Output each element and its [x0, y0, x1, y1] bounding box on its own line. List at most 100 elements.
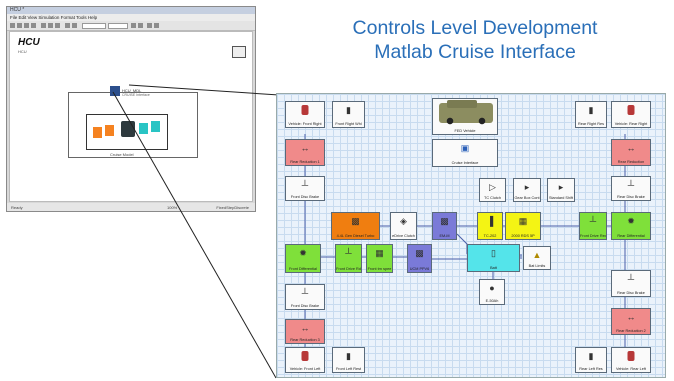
cut-icon[interactable] — [41, 23, 46, 28]
tire-icon: ▮ — [588, 351, 594, 361]
new-icon[interactable] — [10, 23, 15, 28]
save-icon[interactable] — [24, 23, 29, 28]
library-icon[interactable] — [147, 23, 152, 28]
motor-mini-block — [105, 125, 114, 136]
gear-reduction-icon: ↔ — [300, 143, 310, 153]
callout-line-bottom — [112, 91, 277, 379]
tc-clutch-block[interactable]: ▷ TC Clutch — [479, 178, 506, 202]
battery-block[interactable]: ▯ Batt — [467, 244, 520, 272]
gearbox-icon: ▦ — [518, 216, 528, 226]
converter-icon: ▐ — [486, 216, 494, 226]
menu-bar[interactable]: File Edit View Simulation Format Tools H… — [7, 14, 255, 21]
rear-left-res-block[interactable]: ▮ Rear Left Res — [575, 347, 607, 373]
copy-icon[interactable] — [48, 23, 53, 28]
front-differential-block[interactable]: ✹ Front Differential — [285, 244, 321, 273]
sim-mode-select[interactable] — [108, 23, 128, 29]
gear-reduction-icon: ↔ — [300, 323, 310, 333]
ucm-ppv-block[interactable]: ▩ UCM PPV6 — [407, 244, 432, 273]
shift-icon: ▸ — [558, 182, 564, 192]
paste-icon[interactable] — [55, 23, 60, 28]
differential-icon: ✹ — [299, 248, 307, 258]
inner-block-label: Cruise Model — [110, 152, 134, 157]
motor-icon: ▩ — [440, 216, 449, 226]
cruise-subsystem-icon[interactable] — [110, 86, 120, 96]
model-subtitle: HCU — [18, 49, 27, 54]
front-left-res-block[interactable]: ▮ Front Left Rest — [332, 347, 365, 373]
window-titlebar[interactable]: HCU * — [7, 7, 255, 14]
disc-brake-icon: ┴ — [301, 180, 309, 190]
rear-disc-brake-right-block[interactable]: ┴ Rear Disc Brake — [611, 176, 651, 201]
front-drive-rd-block[interactable]: ┴ Front Drive Rd — [335, 244, 362, 273]
explorer-icon[interactable] — [154, 23, 159, 28]
front-trn-spee-block[interactable]: ▦ Front trn spee — [366, 244, 393, 273]
model-canvas[interactable]: HCU HCU HCU_MDL CRUISE Interface Cruise … — [9, 31, 253, 202]
front-disc-brake-left-block[interactable]: ┴ Front Disc Brake — [285, 284, 325, 310]
stop-icon[interactable] — [138, 23, 143, 28]
undo-icon[interactable] — [65, 23, 70, 28]
rear-disc-brake-left-block[interactable]: ┴ Rear Disc Brake — [611, 270, 651, 297]
front-drive-red-block[interactable]: ┴ Front Drive Red — [579, 212, 607, 240]
inverter-mini-block — [151, 121, 160, 132]
status-zoom: 100% — [167, 205, 178, 210]
bat-limits-block[interactable]: ▲ Bat Limits — [523, 246, 551, 270]
title-line-1: Controls Level Development — [352, 17, 598, 39]
front-right-whl-block[interactable]: ▮ Front Right Whl — [332, 101, 365, 128]
vehicle-front-right-block[interactable]: Vehicle: Front Right — [285, 101, 325, 128]
disc-brake-icon: ┴ — [627, 274, 635, 284]
front-reduction-right-block[interactable]: ↔ Rear Reduction 1 — [285, 139, 325, 166]
front-reduction-left-block[interactable]: ↔ Rear Reduction 3 — [285, 319, 325, 344]
front-disc-brake-right-block[interactable]: ┴ Front Disc Brake — [285, 176, 325, 201]
title-line-2: Matlab Cruise Interface — [374, 41, 576, 63]
wheel-icon — [627, 351, 635, 361]
gear-reduction-icon: ↔ — [626, 312, 636, 322]
callout-line-top — [128, 84, 280, 96]
vehicle-rear-left-block[interactable]: Vehicle: Rear Left — [611, 347, 651, 373]
status-bar: Ready 100% FixedStepDiscrete — [7, 203, 255, 211]
status-solver: FixedStepDiscrete — [216, 205, 249, 210]
vehicle-rear-right-block[interactable]: Vehicle: Rear Right — [611, 101, 651, 128]
fed-vehicle-block[interactable]: FED Vehicle — [432, 98, 498, 135]
tire-icon: ▮ — [588, 105, 594, 115]
disc-brake-icon: ┴ — [627, 180, 635, 190]
wheel-icon — [301, 105, 309, 115]
vehicle-front-left-block[interactable]: Vehicle: Front Left — [285, 347, 325, 373]
controller-icon: ▸ — [524, 182, 530, 192]
em-m-block[interactable]: ▩ EM-M — [432, 212, 457, 240]
transfer-icon: ▦ — [375, 248, 384, 258]
rear-reduction-right-block[interactable]: ↔ Rear Reduction — [611, 139, 651, 166]
status-left: Ready — [11, 205, 23, 210]
stop-time-field[interactable] — [82, 23, 106, 29]
cruise-interface-block[interactable]: ▣ Cruise Interface — [432, 139, 498, 167]
corner-block[interactable] — [232, 46, 246, 58]
differential-icon: ✹ — [627, 216, 635, 226]
vehicle-image — [439, 100, 493, 125]
tc-202-block[interactable]: ▐ TC-202 — [477, 212, 503, 240]
gearbox-block[interactable]: ▦ 2000 RDS 5P — [505, 212, 541, 240]
rear-differential-block[interactable]: ✹ Rear Differential — [611, 212, 651, 240]
rear-reduction-left-block[interactable]: ↔ Rear Reduction 2 — [611, 308, 651, 335]
print-icon[interactable] — [31, 23, 36, 28]
subsystem-outline — [68, 92, 198, 158]
clutch-icon: ▷ — [489, 182, 496, 192]
limits-icon: ▲ — [532, 250, 542, 260]
battery-mini-block — [139, 123, 148, 134]
run-icon[interactable] — [131, 23, 136, 28]
engine-block[interactable]: ▩ 4.4L Gen Diesel Turbo — [331, 212, 380, 240]
rear-right-res-block[interactable]: ▮ Rear Right Res — [575, 101, 607, 128]
open-icon[interactable] — [17, 23, 22, 28]
subsystem-label: HCU_MDL — [122, 88, 142, 93]
edrive-clutch-block[interactable]: ◈ eDrive Clutch — [390, 212, 417, 240]
battery-icon: ▯ — [491, 248, 496, 258]
reduction-icon: ┴ — [345, 248, 352, 258]
toolbar — [7, 21, 255, 31]
gear-box-cont-block[interactable]: ▸ Gear Box Cont — [513, 178, 541, 202]
es-ne-block[interactable]: ● E-50Ah — [479, 279, 505, 305]
engine-mini-block — [93, 127, 102, 138]
model-title: HCU — [18, 37, 40, 48]
wheel-icon — [627, 105, 635, 115]
subsystem-sublabel: CRUISE Interface — [122, 93, 150, 97]
motor-icon: ▩ — [415, 248, 424, 258]
standard-shift-block[interactable]: ▸ Standard Shift — [547, 178, 575, 202]
cruise-diagram[interactable]: Vehicle: Front Right ▮ Front Right Whl F… — [276, 93, 666, 378]
redo-icon[interactable] — [72, 23, 77, 28]
